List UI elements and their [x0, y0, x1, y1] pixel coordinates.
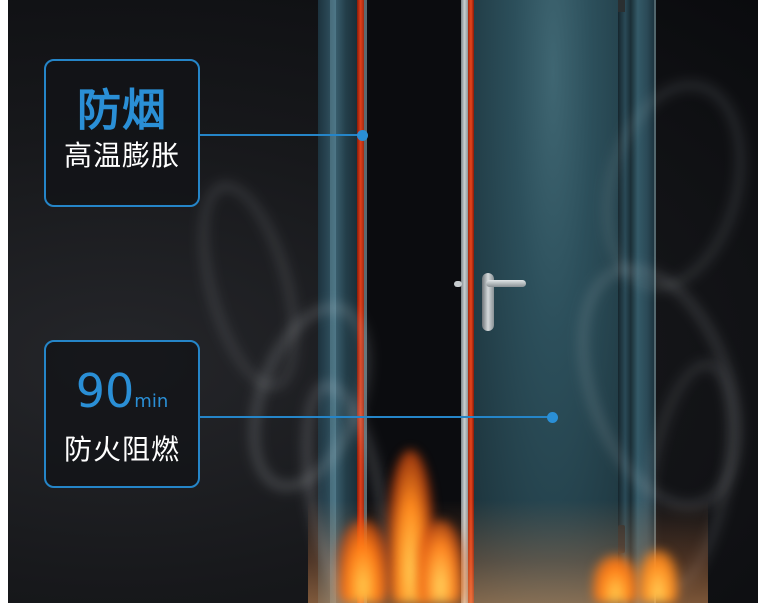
- door-panel: [474, 0, 618, 603]
- left-door-frame: [318, 0, 358, 603]
- flame: [338, 520, 388, 603]
- intumescent-seal-door: [468, 0, 474, 603]
- callout-fire-resistance: 90min 防火阻燃: [44, 340, 200, 488]
- flame: [638, 550, 678, 603]
- callout-subtitle: 防火阻燃: [63, 433, 180, 466]
- frame-edge: [364, 0, 367, 603]
- hinge-icon: [618, 0, 625, 12]
- right-door-frame: [618, 0, 654, 603]
- hinge-icon: [618, 525, 625, 553]
- leader-line: [200, 134, 362, 136]
- flame: [418, 520, 463, 603]
- intumescent-seal-left: [357, 0, 364, 603]
- duration-unit: min: [134, 391, 169, 412]
- door-edge: [461, 0, 468, 603]
- right-frame-highlight: [654, 0, 656, 603]
- flame: [593, 555, 638, 603]
- callout-subtitle: 高温膨胀: [63, 139, 180, 172]
- left-frame-highlight: [330, 0, 336, 603]
- door-handle-lever-icon: [486, 280, 526, 287]
- callout-title: 防烟: [77, 85, 167, 136]
- callout-duration: 90min: [46, 368, 198, 425]
- pointer-dot: [547, 412, 558, 423]
- product-scene: [8, 0, 758, 603]
- door-handle-icon: [482, 273, 494, 331]
- duration-number: 90: [75, 364, 135, 418]
- latch-bolt-icon: [454, 281, 462, 287]
- pointer-dot: [357, 130, 368, 141]
- leader-line: [200, 416, 552, 418]
- callout-smoke-proof: 防烟 高温膨胀: [44, 59, 200, 207]
